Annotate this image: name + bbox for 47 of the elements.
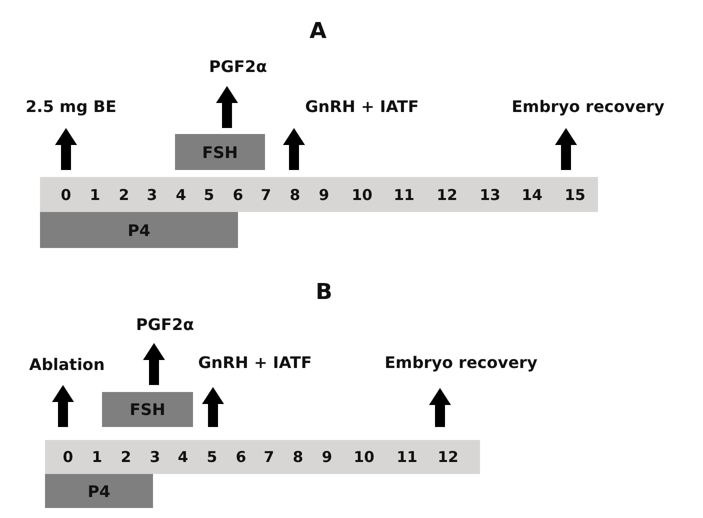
day-number: 4 [176,186,186,204]
day-number: 13 [480,186,500,204]
treatment-bar [175,134,265,170]
day-number: 6 [232,186,244,204]
event-label: 2.5 mg BE [26,98,116,116]
day-number: 3 [150,448,160,466]
day-number: 11 [394,186,414,204]
day-number: 9 [322,448,332,466]
event-label: Embryo recovery [384,354,538,372]
day-number: 14 [522,186,542,204]
day-number: 4 [178,448,188,466]
day-number: 15 [564,186,586,204]
day-number: 8 [292,448,304,466]
day-number: 0 [62,448,74,466]
day-number: 8 [290,186,300,204]
panel-title: A [309,20,327,44]
bar-label: FSH [202,142,238,162]
day-number: 2 [118,186,130,204]
day-number: 7 [260,186,272,204]
event-label: Ablation [29,356,105,374]
event-label: GnRH + IATF [305,98,419,116]
event-label: PGF2α [136,316,194,334]
day-number: 5 [206,448,218,466]
day-number: 6 [236,448,246,466]
day-number: 9 [318,186,330,204]
day-number: 12 [438,448,458,466]
event-label: PGF2α [209,58,267,76]
day-number: 7 [264,448,274,466]
bar-label: P4 [88,482,110,500]
day-number: 10 [354,448,374,466]
treatment-bar [102,392,193,427]
day-number: 1 [92,448,102,466]
day-number: 11 [396,448,418,466]
day-number: 1 [90,186,100,204]
panel-title: B [316,280,332,306]
treatment-bar [45,474,153,508]
bar-label: P4 [128,220,150,240]
day-number: 0 [60,186,72,204]
bar-label: FSH [130,400,166,419]
day-number: 2 [120,448,132,466]
event-label: Embryo recovery [512,98,664,116]
treatment-bar [40,212,238,248]
day-number: 5 [204,186,214,204]
day-number: 12 [436,186,458,204]
day-number: 3 [146,186,158,204]
event-label: GnRH + IATF [198,354,312,372]
day-number: 10 [352,186,372,204]
